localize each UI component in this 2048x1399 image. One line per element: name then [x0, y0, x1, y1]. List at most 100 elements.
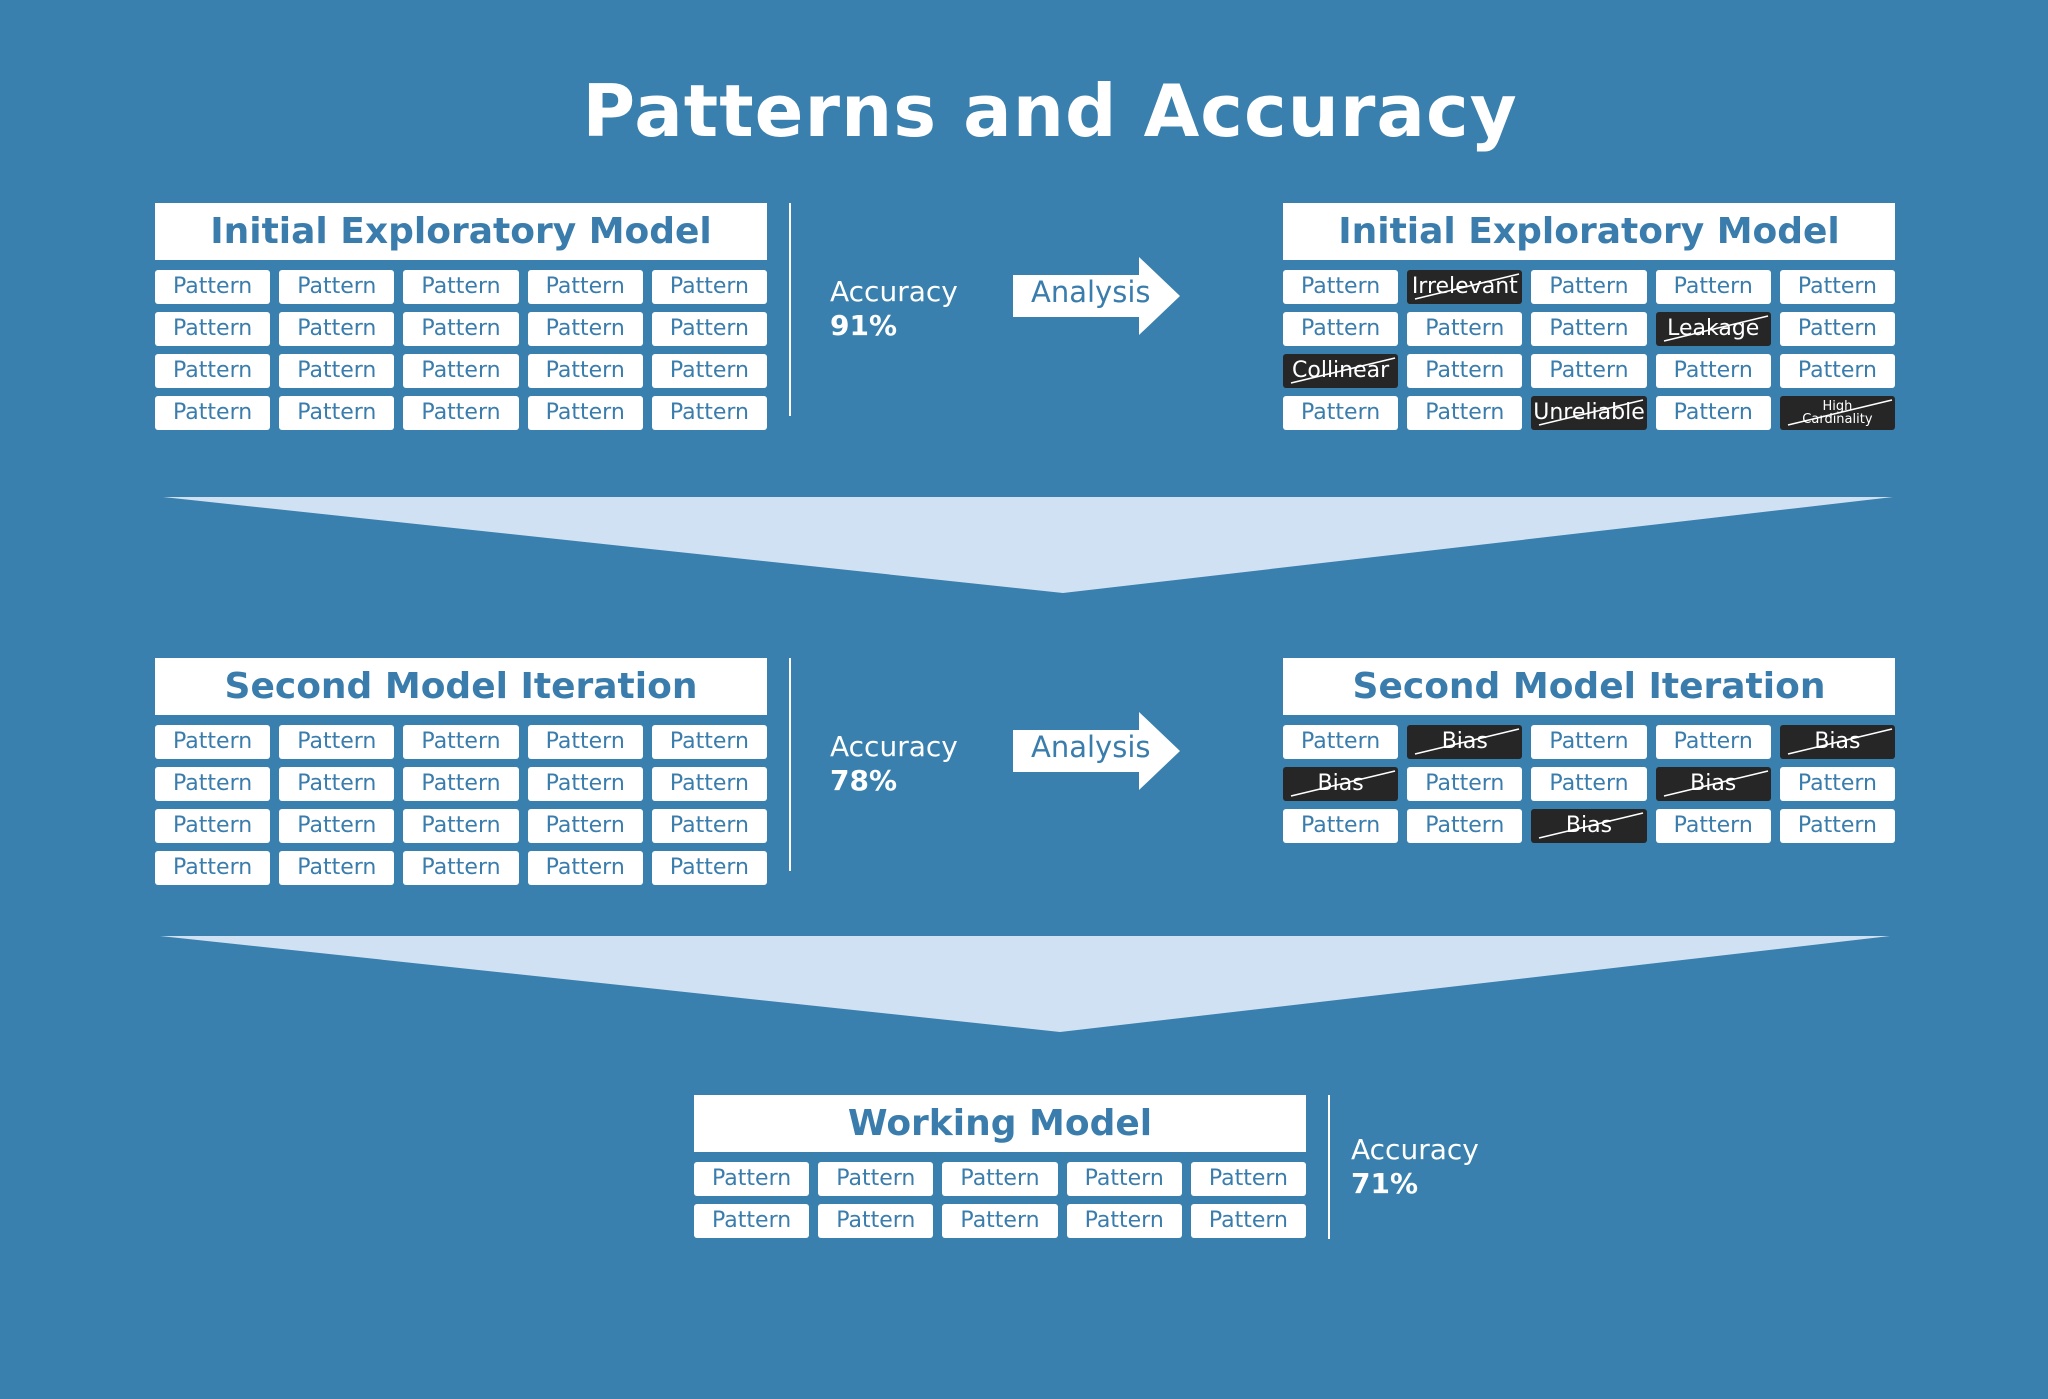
pattern-pill: Pattern: [1655, 809, 1771, 843]
pattern-pill: Pattern: [1779, 354, 1896, 388]
pill-label: High Cardinality: [1802, 399, 1873, 427]
pattern-pill: Pattern: [279, 396, 395, 430]
pattern-pill: Pattern: [1655, 725, 1771, 759]
pattern-pill: Pattern: [1066, 1204, 1182, 1238]
accuracy-value: 71%: [1351, 1167, 1419, 1200]
pill-label: Pattern: [836, 1208, 916, 1233]
flagged-pattern-pill: Bias: [1407, 725, 1523, 759]
analysis-arrow: [1013, 712, 1180, 790]
pill-label: Pattern: [1208, 1166, 1288, 1191]
pattern-pill: Pattern: [155, 851, 271, 885]
strikethrough-line: [1415, 728, 1520, 755]
pill-label: Pattern: [297, 274, 377, 299]
pill-label: Pattern: [1549, 729, 1629, 754]
pill-label: Pattern: [1549, 771, 1629, 796]
pill-label: Pattern: [1673, 400, 1753, 425]
pill-label: Pattern: [1425, 400, 1505, 425]
pattern-pill: Pattern: [1779, 270, 1896, 304]
pill-label: Pattern: [1673, 813, 1753, 838]
pattern-pill: Pattern: [651, 725, 768, 759]
accuracy-label: Accuracy: [1351, 1133, 1479, 1166]
pill-label: Pattern: [545, 771, 625, 796]
flagged-pattern-pill: Bias: [1655, 767, 1771, 801]
pill-label: Pattern: [1797, 771, 1877, 796]
pill-label: Pattern: [1673, 274, 1753, 299]
pattern-pill: Pattern: [1779, 312, 1896, 346]
accuracy-readout: Accuracy 78%: [830, 730, 958, 798]
pill-label: Pattern: [421, 400, 501, 425]
pattern-pill: Pattern: [155, 809, 271, 843]
accuracy-value: 78%: [830, 764, 898, 797]
pill-label: Pattern: [1084, 1208, 1164, 1233]
pattern-pill: Pattern: [279, 851, 395, 885]
pattern-pill: Pattern: [694, 1162, 810, 1196]
pattern-pill: Pattern: [651, 354, 768, 388]
pill-label: Pattern: [421, 729, 501, 754]
pill-label: Pattern: [421, 855, 501, 880]
pattern-pill: Pattern: [942, 1204, 1058, 1238]
pill-label: Pattern: [1549, 358, 1629, 383]
pattern-pill: Pattern: [527, 809, 643, 843]
pattern-pill: Pattern: [818, 1204, 934, 1238]
funnel-1: [163, 497, 1893, 593]
pattern-pill: Pattern: [403, 396, 519, 430]
strikethrough-line: [1787, 399, 1892, 426]
analysis-label: Analysis: [1031, 275, 1151, 309]
pill-label: Pattern: [669, 400, 749, 425]
pattern-pill: Pattern: [1531, 767, 1647, 801]
pattern-pill: Pattern: [1283, 725, 1399, 759]
initial-model-analyzed-block: Initial Exploratory Model PatternIrrelev…: [1283, 203, 1896, 438]
divider: [789, 658, 791, 871]
pill-label: Pattern: [297, 400, 377, 425]
pattern-pill: Pattern: [1407, 312, 1523, 346]
pill-label: Pattern: [669, 358, 749, 383]
pill-label: Pattern: [669, 855, 749, 880]
pill-label: Pattern: [173, 316, 253, 341]
pattern-row: PatternIrrelevantPatternPatternPattern: [1283, 270, 1896, 304]
pill-label: Pattern: [297, 358, 377, 383]
analysis-arrow: [1013, 257, 1180, 335]
pattern-pill: Pattern: [155, 725, 271, 759]
pattern-grid: PatternIrrelevantPatternPatternPatternPa…: [1283, 270, 1896, 430]
pattern-pill: Pattern: [942, 1162, 1058, 1196]
pill-label: Pattern: [669, 813, 749, 838]
flagged-pattern-pill: Bias: [1779, 725, 1896, 759]
page-title: Patterns and Accuracy: [582, 69, 1518, 153]
pill-label: Pattern: [1301, 729, 1381, 754]
pill-label: Pattern: [297, 729, 377, 754]
funnel-2: [160, 936, 1890, 1032]
pattern-pill: Pattern: [527, 767, 643, 801]
pattern-pill: Pattern: [403, 312, 519, 346]
pill-label: Pattern: [545, 274, 625, 299]
pattern-pill: Pattern: [1531, 270, 1647, 304]
pattern-pill: Pattern: [651, 396, 768, 430]
pattern-pill: Pattern: [1407, 354, 1523, 388]
pattern-pill: Pattern: [1283, 396, 1399, 430]
pattern-pill: Pattern: [1655, 354, 1771, 388]
divider: [789, 203, 791, 416]
pill-label: Pattern: [1084, 1166, 1164, 1191]
pattern-pill: Pattern: [403, 809, 519, 843]
pattern-pill: Pattern: [1283, 270, 1399, 304]
pattern-pill: Pattern: [527, 725, 643, 759]
flagged-pattern-pill: Irrelevant: [1407, 270, 1523, 304]
pill-label: Pattern: [1797, 813, 1877, 838]
accuracy-readout: Accuracy 71%: [1351, 1133, 1479, 1201]
pattern-pill: Pattern: [155, 354, 271, 388]
strikethrough-line: [1539, 399, 1644, 426]
block-title: Initial Exploratory Model: [1283, 203, 1895, 260]
pill-label: Pattern: [669, 729, 749, 754]
pill-label: Pattern: [297, 855, 377, 880]
flagged-pattern-pill: Bias: [1283, 767, 1399, 801]
pattern-pill: Pattern: [651, 851, 768, 885]
strikethrough-line: [1290, 770, 1396, 797]
flagged-pattern-pill: Leakage: [1655, 312, 1771, 346]
